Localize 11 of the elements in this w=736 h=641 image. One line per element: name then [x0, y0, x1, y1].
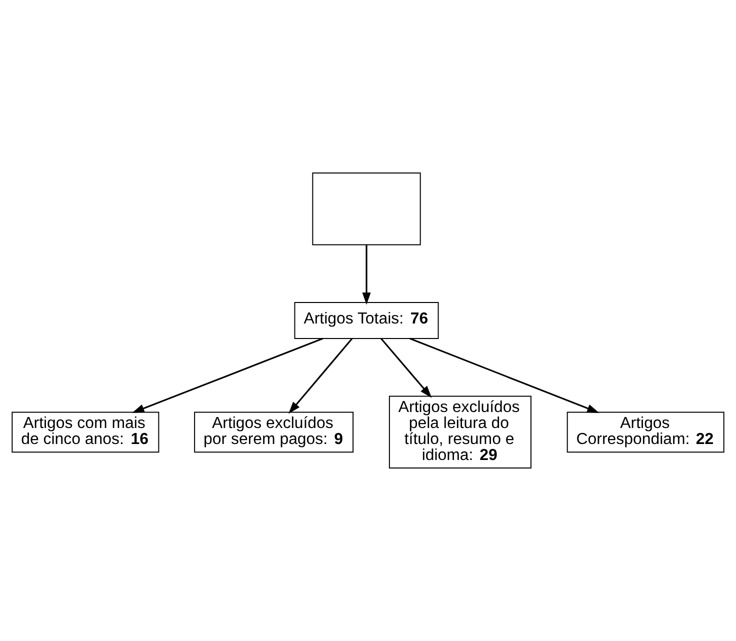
arrow: [380, 338, 432, 398]
arrow: [362, 244, 371, 305]
node-box: Artigos Totais: 76: [294, 302, 439, 339]
node-box: [312, 172, 421, 246]
arrow: [132, 338, 324, 413]
node-box: Artigos excluídos pela leitura do título, resumo e idioma: 29: [388, 396, 532, 469]
node-box: Artigos com mais de cinco anos: 16: [12, 412, 160, 453]
arrow: [410, 338, 600, 413]
node-box: Artigos excluídos por serem pagos: 9: [194, 412, 354, 453]
node-box: Artigos Correspondiam: 22: [566, 412, 724, 453]
arrow: [288, 338, 353, 414]
